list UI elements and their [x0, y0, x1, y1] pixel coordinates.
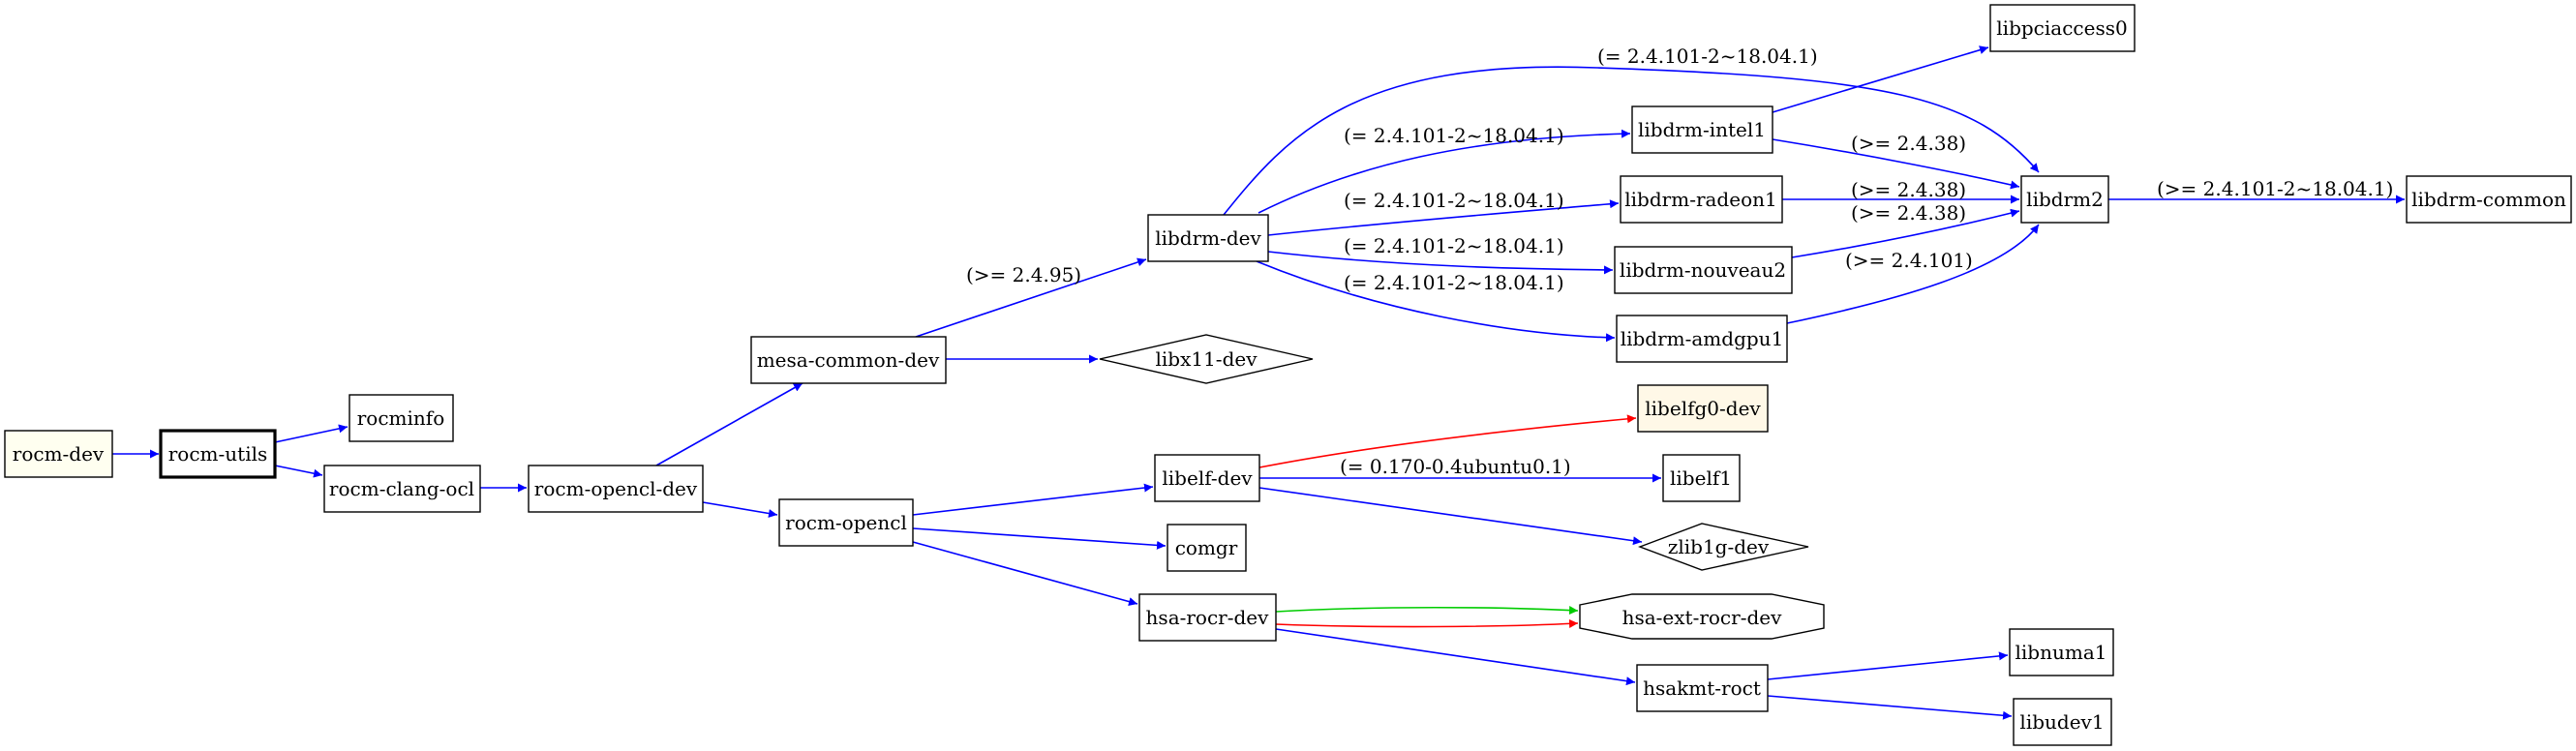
node-label-libx11-dev: libx11-dev: [1155, 347, 1258, 371]
node-libdrm-radeon1[interactable]: libdrm-radeon1: [1620, 175, 1783, 224]
edge-libdrm-dev-to-intel1: [1258, 129, 1631, 214]
edge-label-libelf-dev-to-libelf1: (= 0.170-0.4ubuntu0.1): [1340, 455, 1571, 478]
node-rocm-clang-ocl[interactable]: rocm-clang-ocl: [323, 465, 481, 513]
edge-label-amdgpu1-to-libdrm2: (>= 2.4.101): [1845, 249, 1973, 272]
node-zlib1g-dev[interactable]: zlib1g-dev: [1638, 523, 1809, 571]
edge-hsakmt-to-libudev1: [1767, 695, 2013, 720]
node-label-libpciaccess0: libpciaccess0: [1996, 16, 2127, 40]
edge-label-libdrm-dev-to-amdgpu1: (= 2.4.101-2~18.04.1): [1344, 271, 1564, 294]
node-label-libdrm-amdgpu1: libdrm-amdgpu1: [1621, 327, 1784, 350]
edge-nouveau2-to-libdrm2: [1791, 208, 2020, 258]
edge-label-libdrm-dev-to-intel1: (= 2.4.101-2~18.04.1): [1344, 124, 1564, 147]
node-label-libelfg0-dev: libelfg0-dev: [1645, 397, 1761, 420]
node-label-zlib1g-dev: zlib1g-dev: [1668, 535, 1770, 558]
edge-intel1-to-libdrm2: [1772, 138, 2020, 190]
node-libelf-dev[interactable]: libelf-dev: [1154, 454, 1260, 502]
edge-libelf-dev-to-zlib1g-dev: [1258, 487, 1643, 546]
node-libdrm-intel1[interactable]: libdrm-intel1: [1631, 105, 1773, 154]
node-rocm-utils[interactable]: rocm-utils: [159, 429, 277, 479]
edge-rocm-utils-to-rocm-clang-ocl: [274, 465, 323, 478]
edge-rocm-opencl-dev-to-rocm-opencl: [702, 501, 778, 518]
node-hsakmt-roct[interactable]: hsakmt-roct: [1636, 664, 1769, 712]
edge-libdrm-dev-to-libdrm2: [1223, 66, 2040, 216]
node-libdrm-amdgpu1[interactable]: libdrm-amdgpu1: [1616, 315, 1788, 363]
edge-rocm-opencl-to-hsa-rocr-dev: [912, 541, 1138, 606]
edge-labels: (>= 2.4.95) (= 2.4.101-2~18.04.1) (= 2.4…: [966, 45, 2393, 478]
node-label-libdrm-dev: libdrm-dev: [1155, 226, 1261, 250]
edge-libdrm-dev-to-radeon1: [1267, 199, 1620, 236]
node-rocm-opencl[interactable]: rocm-opencl: [778, 498, 914, 547]
edge-label-libdrm-dev-to-nouveau2: (= 2.4.101-2~18.04.1): [1344, 234, 1564, 257]
node-label-libdrm-common: libdrm-common: [2411, 188, 2566, 211]
node-label-rocm-opencl-dev: rocm-opencl-dev: [534, 477, 698, 500]
node-label-libnuma1: libnuma1: [2015, 641, 2107, 664]
node-label-libdrm-radeon1: libdrm-radeon1: [1624, 188, 1776, 211]
edge-label-libdrm-dev-to-libdrm2: (= 2.4.101-2~18.04.1): [1597, 45, 1818, 68]
edge-label-nouveau2-to-libdrm2: (>= 2.4.38): [1851, 201, 1966, 225]
node-label-hsa-rocr-dev: hsa-rocr-dev: [1146, 606, 1270, 629]
edge-libdrm-dev-to-nouveau2: [1267, 251, 1614, 275]
node-label-comgr: comgr: [1175, 536, 1238, 559]
edge-label-libdrm-dev-to-radeon1: (= 2.4.101-2~18.04.1): [1344, 189, 1564, 212]
edge-hsa-rocr-dev-to-hsa-ext-green: [1275, 606, 1579, 616]
node-libdrm-dev[interactable]: libdrm-dev: [1147, 214, 1269, 262]
node-hsa-rocr-dev[interactable]: hsa-rocr-dev: [1138, 593, 1277, 642]
node-mesa-common-dev[interactable]: mesa-common-dev: [750, 336, 947, 384]
node-libelfg0-dev[interactable]: libelfg0-dev: [1637, 384, 1769, 433]
node-libnuma1[interactable]: libnuma1: [2009, 628, 2114, 676]
edges: [112, 45, 2405, 720]
node-libpciaccess0[interactable]: libpciaccess0: [1989, 4, 2136, 52]
node-label-mesa-common-dev: mesa-common-dev: [757, 348, 940, 372]
edge-label-intel1-to-libdrm2: (>= 2.4.38): [1851, 132, 1966, 155]
edge-hsa-rocr-dev-to-hsakmt-roct: [1275, 628, 1636, 686]
node-label-rocm-dev: rocm-dev: [13, 442, 105, 466]
node-rocm-opencl-dev[interactable]: rocm-opencl-dev: [528, 465, 704, 513]
node-label-libelf-dev: libelf-dev: [1162, 466, 1253, 490]
node-label-libelf1: libelf1: [1670, 466, 1732, 490]
node-libelf1[interactable]: libelf1: [1662, 454, 1741, 502]
edge-label-radeon1-to-libdrm2: (>= 2.4.38): [1851, 178, 1966, 201]
node-libx11-dev[interactable]: libx11-dev: [1099, 334, 1314, 384]
edge-rocm-opencl-to-comgr: [912, 527, 1167, 550]
node-libdrm2[interactable]: libdrm2: [2020, 175, 2109, 224]
edge-hsakmt-to-libnuma1: [1767, 651, 2009, 680]
node-rocminfo[interactable]: rocminfo: [349, 394, 454, 442]
edge-libdrm-dev-to-amdgpu1: [1256, 260, 1616, 343]
edge-label-libdrm2-to-common: (>= 2.4.101-2~18.04.1): [2157, 177, 2393, 200]
node-label-libdrm2: libdrm2: [2026, 188, 2104, 211]
node-hsa-ext-rocr-dev[interactable]: hsa-ext-rocr-dev: [1579, 593, 1825, 640]
node-label-rocm-clang-ocl: rocm-clang-ocl: [329, 477, 474, 500]
node-label-rocminfo: rocminfo: [357, 406, 445, 430]
edge-rocm-opencl-dev-to-mesa-common-dev: [655, 382, 803, 466]
edge-intel1-to-libpciaccess0: [1772, 45, 1989, 113]
node-libdrm-common[interactable]: libdrm-common: [2406, 175, 2572, 224]
node-label-hsa-ext-rocr-dev: hsa-ext-rocr-dev: [1622, 606, 1782, 629]
node-label-libudev1: libudev1: [2019, 710, 2104, 734]
node-label-libdrm-intel1: libdrm-intel1: [1638, 118, 1766, 141]
nodes: rocm-dev rocm-utils rocminfo rocm-clang-…: [4, 4, 2572, 746]
edge-mesa-to-libdrm-dev: [915, 257, 1147, 338]
edge-hsa-rocr-dev-to-hsa-ext-red: [1275, 618, 1579, 628]
node-rocm-dev[interactable]: rocm-dev: [4, 430, 113, 478]
edge-rocm-opencl-to-libelf-dev: [912, 483, 1154, 516]
node-label-rocm-opencl: rocm-opencl: [785, 511, 907, 534]
edge-rocm-utils-to-rocminfo: [274, 424, 349, 443]
edge-label-mesa-to-libdrm-dev: (>= 2.4.95): [966, 263, 1081, 286]
node-label-hsakmt-roct: hsakmt-roct: [1643, 676, 1761, 700]
node-label-libdrm-nouveau2: libdrm-nouveau2: [1620, 258, 1786, 282]
node-libudev1[interactable]: libudev1: [2013, 698, 2112, 746]
edge-libelf-dev-to-libelfg0-dev: [1258, 414, 1637, 468]
edge-amdgpu1-to-libdrm2: [1786, 224, 2040, 324]
node-comgr[interactable]: comgr: [1167, 524, 1247, 572]
node-libdrm-nouveau2[interactable]: libdrm-nouveau2: [1614, 246, 1793, 294]
node-label-rocm-utils: rocm-utils: [168, 442, 268, 466]
